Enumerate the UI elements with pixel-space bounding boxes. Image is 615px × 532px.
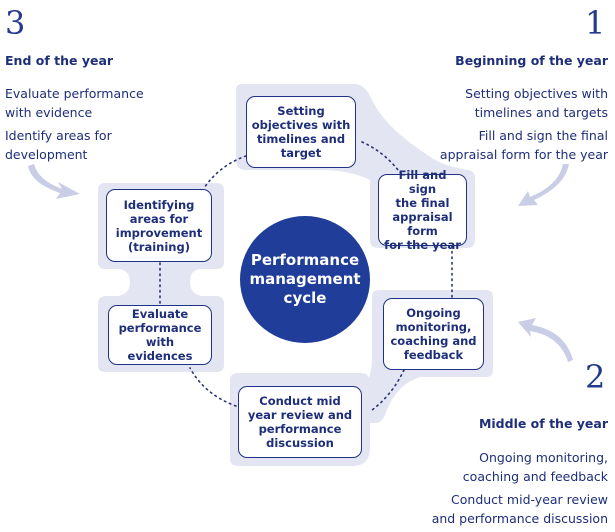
step-mid-year-review: Conduct mid year review and performance … [238,386,362,458]
section-number-2: 2 [585,358,606,396]
step-fill-appraisal-form: Fill and sign the final appraisal form f… [378,168,467,252]
section-desc-beginning-of-year: Setting objectives with timelines and ta… [439,86,608,162]
section-title-middle-of-year: Middle of the year [478,416,608,431]
step-evaluate-performance: Evaluate performance with evidences [108,305,212,365]
section-number-3: 3 [5,4,26,42]
dotted-connectors [159,141,453,411]
arrow-beginning-of-year [518,164,569,206]
section-title-end-of-year: End of the year [5,53,114,68]
section-number-1: 1 [585,4,606,42]
section-title-beginning-of-year: Beginning of the year [455,53,608,68]
section-desc-middle-of-year: Ongoing monitoring, coaching and feedbac… [431,450,608,526]
arrow-middle-of-year [518,318,573,362]
phase-arrows [28,164,573,362]
performance-cycle-center: Performance management cycle [240,216,370,343]
step-identify-improvement: Identifying areas for improvement (train… [106,189,212,262]
section-desc-end-of-year: Evaluate performance with evidence Ident… [5,86,144,162]
arrow-end-of-year [28,164,80,199]
step-setting-objectives: Setting objectives with timelines and ta… [246,96,356,168]
step-ongoing-monitoring: Ongoing monitoring, coaching and feedbac… [383,298,484,370]
